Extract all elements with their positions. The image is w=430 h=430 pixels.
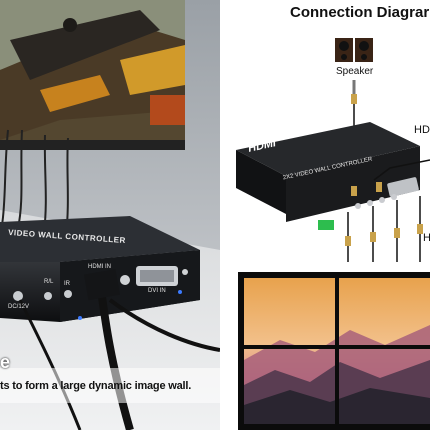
video-wall-screen [238,272,430,430]
diagram-title: Connection Diagrar [290,4,430,21]
monitor-artwork [0,0,185,150]
connection-diagram-panel: Connection Diagrar [220,0,430,430]
port-label-rl: R/L [44,279,54,285]
caption-fragment: e [0,352,11,372]
port-label-hdmi-in: HDMI IN [88,264,111,270]
side-label-1: HD [414,124,430,136]
port-label-dvi-in: DVI IN [148,288,166,294]
side-label-2: H [423,232,430,244]
port-label-dc: DC/12V [8,304,30,310]
product-photo [0,0,220,430]
diagram-device [236,122,420,230]
diagram-drawing [236,38,430,430]
speaker-icon [335,38,373,62]
speaker-label: Speaker [336,66,374,77]
product-photo-panel: VIDEO WALL CONTROLLER R/L IR HDMI IN DVI… [0,0,220,430]
port-label-ir: IR [64,281,70,287]
caption-line: ts to form a large dynamic image wall. [0,380,192,392]
